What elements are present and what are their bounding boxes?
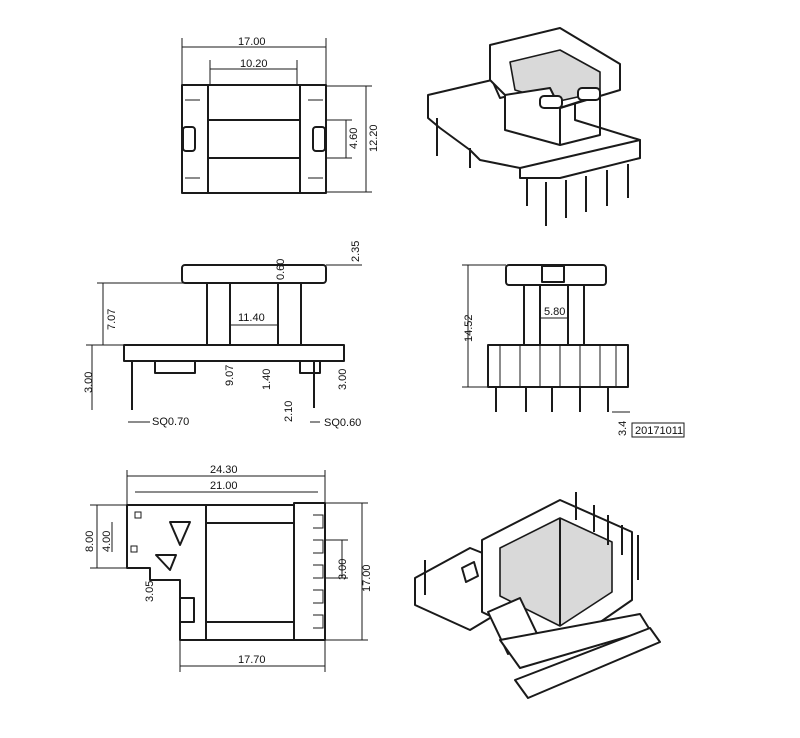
dim-bottom-total-w: 24.30 xyxy=(210,464,238,476)
dim-front-pin: 3.4 xyxy=(617,421,629,436)
side-view: 0.60 2.35 7.07 11.40 3.00 9.07 1.40 3.00… xyxy=(83,241,362,429)
dim-top-height: 12.20 xyxy=(368,124,380,152)
date-code: 20171011 xyxy=(635,425,683,437)
dim-top-width: 17.00 xyxy=(238,36,266,48)
dim-bottom-slot-h: 4.00 xyxy=(101,531,113,552)
dim-bottom-inner-w: 21.00 xyxy=(210,480,238,492)
dim-side-flange: 2.35 xyxy=(350,241,362,262)
dim-side-sq-left: SQ0.70 xyxy=(152,416,189,428)
iso-view-top xyxy=(427,27,641,226)
dim-bottom-offset: 3.05 xyxy=(144,581,156,602)
dim-side-base-mid: 9.07 xyxy=(224,365,236,386)
dim-bottom-pitch: 3.00 xyxy=(337,559,349,580)
dim-side-topgap: 0.60 xyxy=(275,259,287,280)
top-view: 17.00 10.20 4.60 12.20 xyxy=(181,36,380,194)
dim-top-inner: 10.20 xyxy=(240,58,268,70)
dim-side-base-right: 3.00 xyxy=(337,369,349,390)
iso-view-bottom xyxy=(414,492,661,699)
dim-bottom-base-w: 17.70 xyxy=(238,654,266,666)
dim-side-pin-len: 2.10 xyxy=(283,401,295,422)
dim-front-core: 5.80 xyxy=(544,306,565,318)
bottom-view: 24.30 21.00 8.00 4.00 3.05 3.00 17.00 17… xyxy=(84,464,373,672)
dim-top-mid: 4.60 xyxy=(348,128,360,149)
dim-side-pin-step: 1.40 xyxy=(261,369,273,390)
dim-bottom-total-h: 17.00 xyxy=(361,564,373,592)
dim-side-core: 11.40 xyxy=(238,312,265,324)
dim-side-base-left: 3.00 xyxy=(83,372,95,393)
dim-front-height: 14.52 xyxy=(463,314,475,342)
dim-bottom-left-h: 8.00 xyxy=(84,531,96,552)
front-view: 5.80 14.52 3.4 20171011 xyxy=(462,264,685,438)
dim-side-left: 7.07 xyxy=(106,309,118,330)
dim-side-sq-right: SQ0.60 xyxy=(324,417,361,429)
